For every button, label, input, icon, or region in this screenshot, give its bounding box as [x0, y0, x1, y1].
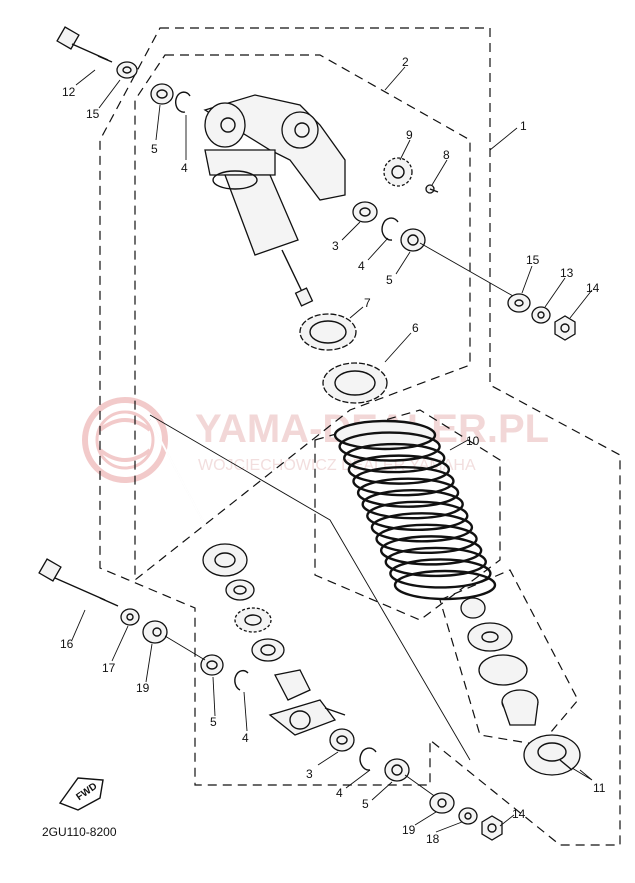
- lower-left-circlip: [234, 669, 249, 691]
- lower-right-nut: [481, 815, 503, 841]
- assembly-leader-line: [149, 414, 471, 761]
- coil-spring: [333, 419, 497, 601]
- callout-leaders: [71, 66, 593, 833]
- top-collar: [116, 61, 138, 79]
- watermark-logo: [82, 397, 168, 483]
- spring-coil: [338, 431, 441, 462]
- callout-14-lower: 14: [512, 807, 526, 821]
- spring-coil: [389, 558, 492, 589]
- thrust-bearing: [234, 607, 272, 633]
- spring-coil: [333, 419, 437, 451]
- spring-coil: [379, 535, 483, 566]
- callout-labels: 1 2 9 8 12 15 5 4 3 4 5 15 13 14 7 6 10 …: [60, 55, 606, 846]
- callout-12: 12: [62, 85, 76, 99]
- callout-3-lower: 3: [306, 767, 313, 781]
- callout-13: 13: [560, 266, 574, 280]
- watermark-subtitle: WOJCIECHOWICZ DEALER YAMAHA: [198, 457, 476, 474]
- assembly-2-outline: [134, 54, 471, 582]
- shock-body: [203, 94, 346, 307]
- spring-coil: [343, 442, 446, 474]
- callout-4-mid: 4: [358, 259, 365, 273]
- callout-16: 16: [60, 637, 74, 651]
- callout-4-top: 4: [181, 161, 188, 175]
- lower-bolt: [38, 558, 119, 607]
- spring-group-outline: [314, 409, 501, 621]
- callout-6: 6: [412, 321, 419, 335]
- spring-coil: [375, 523, 478, 555]
- lower-left-collar: [142, 620, 168, 644]
- forward-arrow-icon: FWD: [58, 777, 104, 811]
- bearing-seat: [251, 638, 285, 662]
- callout-1: 1: [520, 119, 527, 133]
- spring-seat: [523, 734, 581, 776]
- callout-11: 11: [593, 781, 606, 795]
- adjusting-nut: [322, 362, 388, 404]
- callout-18: 18: [426, 832, 440, 846]
- upper-bushing: [352, 201, 378, 223]
- top-bolt: [56, 26, 113, 63]
- spring-coil: [356, 477, 460, 508]
- bump-stopper: [202, 543, 248, 577]
- callout-5-top: 5: [151, 142, 158, 156]
- seat-group-outline: [439, 569, 579, 746]
- upper-bearing: [150, 83, 174, 105]
- upper-circlip: [174, 91, 191, 113]
- callout-19-right: 19: [402, 823, 416, 837]
- callout-7: 7: [364, 296, 371, 310]
- right-collar: [507, 293, 531, 313]
- callout-15-right: 15: [526, 253, 540, 267]
- spring-guide-stack: [460, 597, 539, 726]
- assembly-1-outline: [99, 27, 621, 846]
- callout-5-mid: 5: [386, 273, 393, 287]
- lower-left-bearing: [200, 654, 224, 676]
- lower-right-bearing: [384, 758, 410, 782]
- lower-clevis: [268, 669, 346, 736]
- spring-coil: [352, 465, 455, 497]
- lower-right-washer: [458, 807, 478, 825]
- spring-coil: [370, 512, 474, 543]
- lock-nut: [299, 313, 357, 351]
- callout-9: 9: [406, 128, 413, 142]
- right-washer: [531, 306, 551, 324]
- lower-collar: [225, 579, 255, 601]
- lower-bushing: [329, 728, 355, 752]
- lower-bolt-axis: [164, 635, 206, 661]
- callout-10: 10: [466, 434, 480, 448]
- callout-3-top: 3: [332, 239, 339, 253]
- callout-14-top: 14: [586, 281, 600, 295]
- spring-coil: [384, 546, 487, 578]
- callout-4-lower-right: 4: [336, 786, 343, 800]
- callout-5-lower-right: 5: [362, 797, 369, 811]
- damper-rod: [149, 419, 206, 526]
- spring-coil: [393, 569, 497, 601]
- diagram-code: 2GU110-8200: [42, 825, 117, 839]
- spring-coil: [366, 500, 469, 531]
- upper-bolt-axis: [419, 242, 521, 301]
- callout-8: 8: [443, 148, 450, 162]
- middle-bearing: [400, 228, 426, 252]
- callout-17: 17: [102, 661, 116, 675]
- callout-15-top: 15: [86, 107, 100, 121]
- callout-2: 2: [402, 55, 409, 69]
- adjuster-screw: [425, 184, 439, 194]
- callout-4-lower-left: 4: [242, 731, 249, 745]
- lower-right-circlip: [359, 747, 377, 771]
- spring-seat-leaders: [571, 767, 593, 781]
- right-nut: [554, 315, 576, 341]
- lower-right-collar: [429, 792, 455, 814]
- spring-coil: [347, 454, 451, 485]
- callout-5-lower-left: 5: [210, 715, 217, 729]
- callout-19-left: 19: [136, 681, 150, 695]
- lower-left-washer: [120, 608, 140, 626]
- middle-circlip: [381, 217, 399, 241]
- spring-coil: [361, 489, 464, 520]
- damping-adjuster: [383, 157, 413, 187]
